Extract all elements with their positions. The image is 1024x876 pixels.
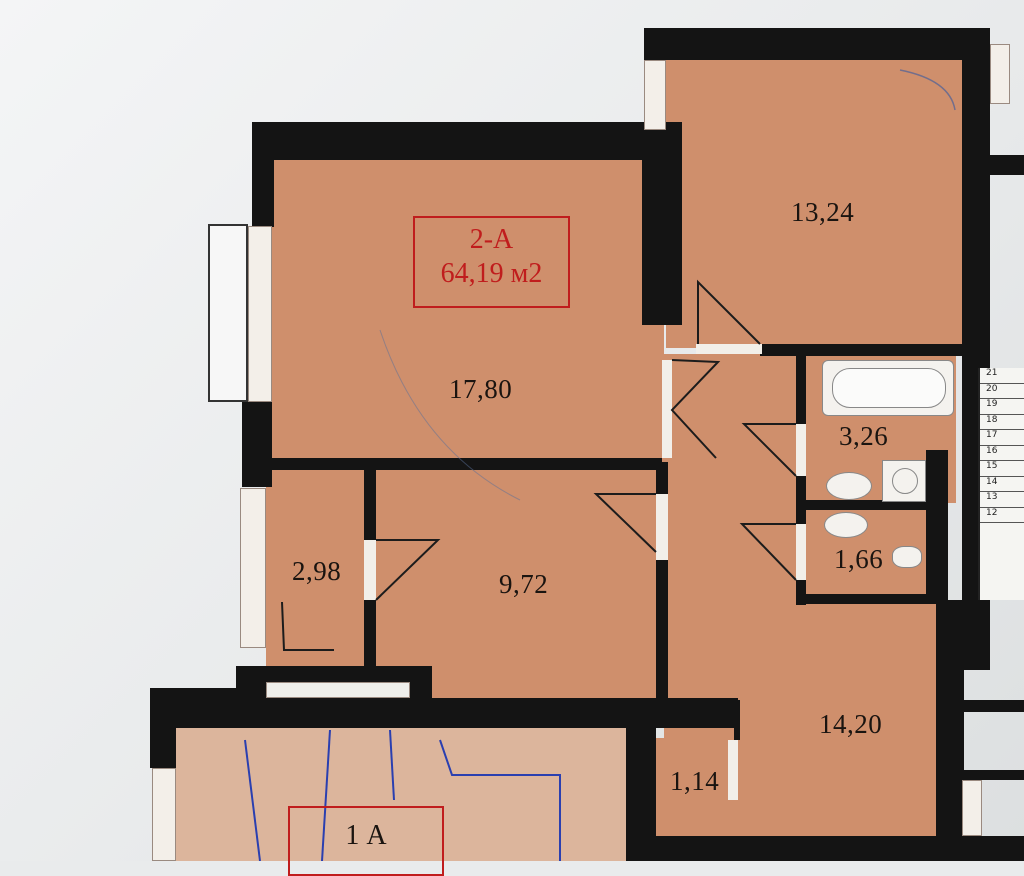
door-kitchen [656, 494, 668, 560]
toilet-sink [824, 512, 868, 538]
wall-right-lower2 [950, 770, 1024, 780]
door-bathroom [796, 424, 806, 476]
wall-living-top [252, 122, 682, 160]
room-area-bedroom: 13,24 [791, 197, 855, 227]
apartment-area: 64,19 м2 [440, 258, 543, 289]
stairwell: 21 20 19 18 17 16 15 14 13 12 [978, 368, 1024, 600]
door-living [662, 360, 672, 458]
door-loggia [364, 540, 376, 600]
wall-mid-horizontal [236, 698, 738, 728]
stair-step: 20 [980, 384, 1024, 399]
wall-storage-left [626, 700, 656, 861]
sink [826, 472, 872, 500]
neighbor-apartment-code: 1 А [345, 820, 387, 851]
window-loggia [240, 488, 266, 648]
room-area-hallway: 14,20 [819, 709, 883, 739]
room-area-storage: 1,14 [670, 766, 720, 796]
wall-neighbor-left-vertical [150, 688, 176, 768]
wall-storage-right [734, 700, 740, 740]
wall-bath-left [796, 350, 806, 605]
washing-machine-drum [892, 468, 918, 494]
stair-step: 12 [980, 508, 1024, 523]
stair-step: 13 [980, 492, 1024, 508]
wall-living-left-lower [242, 402, 272, 487]
stair-step: 16 [980, 446, 1024, 461]
wall-bedroom-bottom [760, 344, 966, 356]
apartment-label: 2-А 64,19 м2 [413, 216, 570, 308]
wall-living-left [252, 122, 274, 227]
wall-bedroom-top [644, 28, 990, 60]
bathtub-basin [832, 368, 946, 408]
stair-step: 15 [980, 461, 1024, 477]
window-living-frame [208, 224, 248, 402]
wall-right-outer [988, 155, 1024, 175]
window-right-lower [962, 780, 982, 836]
window-bedroom [644, 60, 666, 130]
window-living [248, 226, 272, 402]
stair-step: 18 [980, 415, 1024, 430]
window-neighbor [152, 768, 176, 861]
wall-toilet-right [926, 450, 948, 600]
room-area-loggia: 2,98 [292, 556, 342, 586]
door-bedroom [696, 344, 762, 354]
apartment-code: 2-А [469, 224, 514, 255]
stair-step: 21 [980, 368, 1024, 384]
stair-step: 19 [980, 399, 1024, 415]
room-area-bathroom: 3,26 [839, 421, 889, 451]
window-balcony-bottom [266, 682, 410, 698]
door-storage [728, 740, 738, 800]
storage-fill [656, 738, 732, 838]
stair-step: 17 [980, 430, 1024, 446]
room-area-toilet: 1,66 [834, 544, 884, 574]
wall-bottom-right [936, 600, 964, 840]
wall-bath-bottom [800, 500, 930, 510]
neighbor-apartment-label: 1 А [288, 806, 444, 876]
living-room-fill [272, 160, 664, 465]
wall-living-bottom [262, 458, 662, 470]
wall-living-right [642, 140, 682, 325]
room-area-kitchen: 9,72 [499, 569, 549, 599]
room-area-living: 17,80 [449, 374, 513, 404]
wall-toilet-bottom [796, 594, 946, 604]
wall-bottom [626, 836, 1024, 861]
stair-step: 14 [980, 477, 1024, 492]
hallway-lower-fill [796, 600, 944, 838]
toilet-bowl [892, 546, 922, 568]
door-toilet [796, 524, 806, 580]
window-right-top [990, 44, 1010, 104]
wall-right-lower [950, 700, 1024, 712]
